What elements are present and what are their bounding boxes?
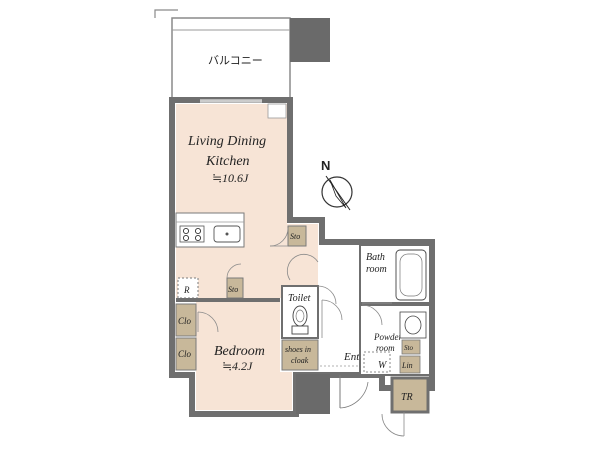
shoes-in-cloak: shoes in cloak — [281, 339, 319, 371]
kitchen-counter — [175, 212, 245, 248]
shoes-label-line1: shoes in — [285, 345, 311, 354]
washer-label: W — [378, 360, 388, 371]
entrance-area: Ent — [320, 299, 369, 409]
bedroom-area: ≒4.2J — [222, 359, 253, 373]
toilet-label: Toilet — [288, 293, 311, 304]
closet-upper: Clo — [175, 303, 197, 337]
entrance-door — [339, 375, 369, 409]
shoes-label-line2: cloak — [291, 356, 309, 365]
balcony-pillar — [290, 18, 330, 62]
bedroom-pillar — [296, 374, 330, 414]
bath-room: Bath room — [359, 244, 431, 304]
bedroom-room: Bedroom ≒4.2J — [196, 302, 292, 410]
ldk-room: Living Dining Kitchen ≒10.6J — [176, 99, 318, 298]
balcony-label: バルコニー — [208, 54, 263, 67]
trunk-room: TR — [381, 376, 430, 437]
north-compass: N — [321, 158, 353, 211]
bath-label-line1: Bath — [366, 252, 385, 263]
entrance-label: Ent — [343, 351, 360, 363]
powder-storage-label: Sto — [404, 344, 413, 352]
closet-lower-label: Clo — [178, 349, 192, 359]
ldk-bedroom-wall — [176, 298, 280, 302]
closet-upper-label: Clo — [178, 316, 192, 326]
closet-lower: Clo — [175, 337, 197, 371]
sink-icon — [213, 225, 241, 243]
powder-storage — [401, 339, 421, 355]
toilet-room: Toilet — [281, 253, 337, 339]
refrigerator-label: R — [183, 285, 190, 295]
bathtub-icon — [395, 249, 427, 301]
ldk-area: ≒10.6J — [212, 171, 249, 185]
washer-space: W — [363, 351, 391, 373]
storage-ldk: Sto — [269, 225, 307, 247]
linen-label: Lin — [401, 361, 413, 370]
balcony-area: バルコニー — [154, 9, 330, 101]
storage-pantry-label: Sto — [228, 285, 238, 294]
powder-room: Powder room W Sto Lin — [359, 304, 431, 376]
powder-label-line1: Powder — [373, 332, 402, 342]
ldk-label-line1: Living Dining — [187, 134, 266, 149]
refrigerator-space: R — [177, 277, 199, 299]
storage-ldk-label: Sto — [290, 232, 300, 241]
ldk-label-line2: Kitchen — [205, 154, 250, 169]
stove-icon — [179, 225, 205, 243]
north-label: N — [321, 158, 330, 173]
trunk-room-label: TR — [401, 392, 413, 403]
washbasin-icon — [399, 311, 427, 339]
bedroom-label: Bedroom — [214, 344, 265, 359]
toilet-icon — [291, 305, 309, 335]
powder-label-line2: room — [376, 343, 395, 353]
linen-storage — [399, 355, 421, 374]
bath-label-line2: room — [366, 264, 387, 275]
